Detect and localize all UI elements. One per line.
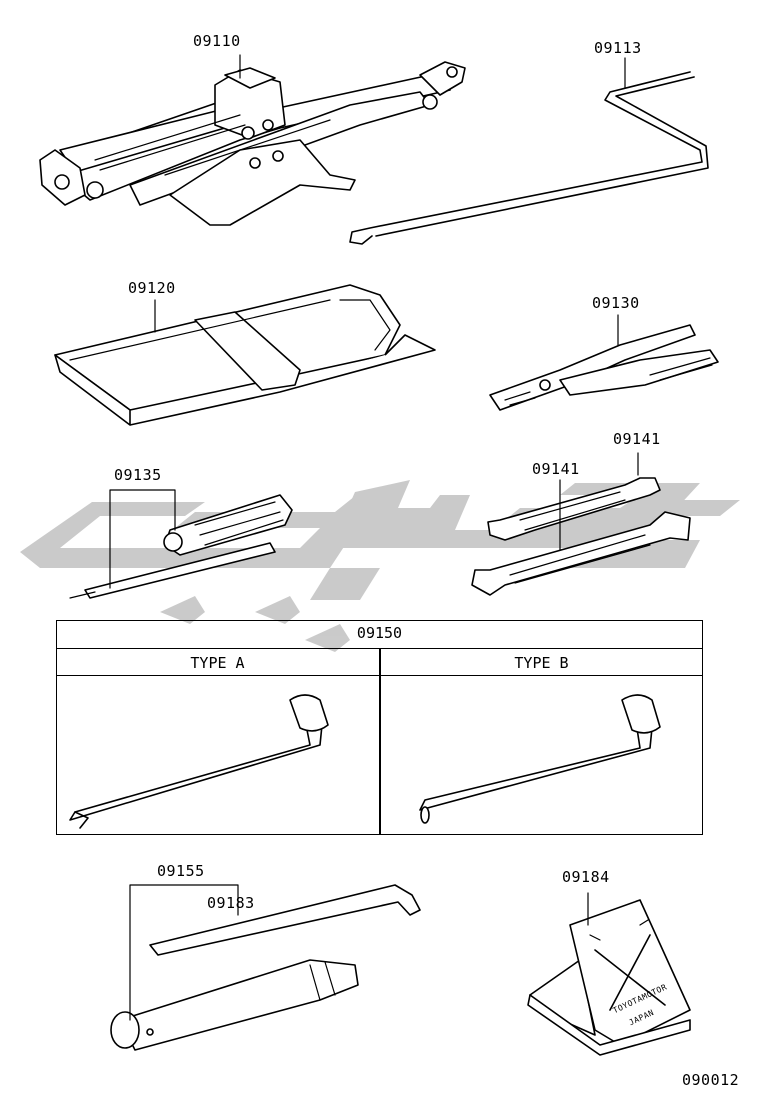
table-header-type-b: TYPE B (514, 654, 569, 672)
jack-drawing (39, 61, 466, 226)
wheel-chock-drawing (527, 899, 691, 1056)
part-label-wrench-a: 09141 (613, 430, 661, 448)
table-divider (379, 648, 381, 835)
screwdriver-drawing (69, 494, 293, 599)
part-label-jack-handle: 09113 (594, 39, 642, 57)
part-label-tool-bag: 09120 (128, 279, 176, 297)
wrenches-drawing (471, 477, 691, 596)
part-label-wheel-chock: 09184 (562, 868, 610, 886)
part-label-jack: 09110 (193, 32, 241, 50)
part-label-screwdriver: 09135 (114, 466, 162, 484)
type-a-wrench-drawing (69, 694, 329, 829)
type-b-wrench-drawing (419, 694, 661, 824)
table-header-type-a: TYPE A (190, 654, 245, 672)
part-label-jack-handle-ext: 09155 (157, 862, 205, 880)
part-label-wrench-b: 09141 (532, 460, 580, 478)
pliers-drawing (489, 324, 719, 411)
part-label-tire-lever: 09183 (207, 894, 255, 912)
extension-bar-drawing (110, 884, 421, 1051)
part-label-pliers: 09130 (592, 294, 640, 312)
tool-bag-drawing (54, 284, 436, 426)
table-title: 09150 (356, 624, 403, 642)
leader-lines (109, 54, 639, 1021)
jack-handle-drawing (349, 71, 709, 245)
diagram-code: 090012 (682, 1071, 740, 1089)
